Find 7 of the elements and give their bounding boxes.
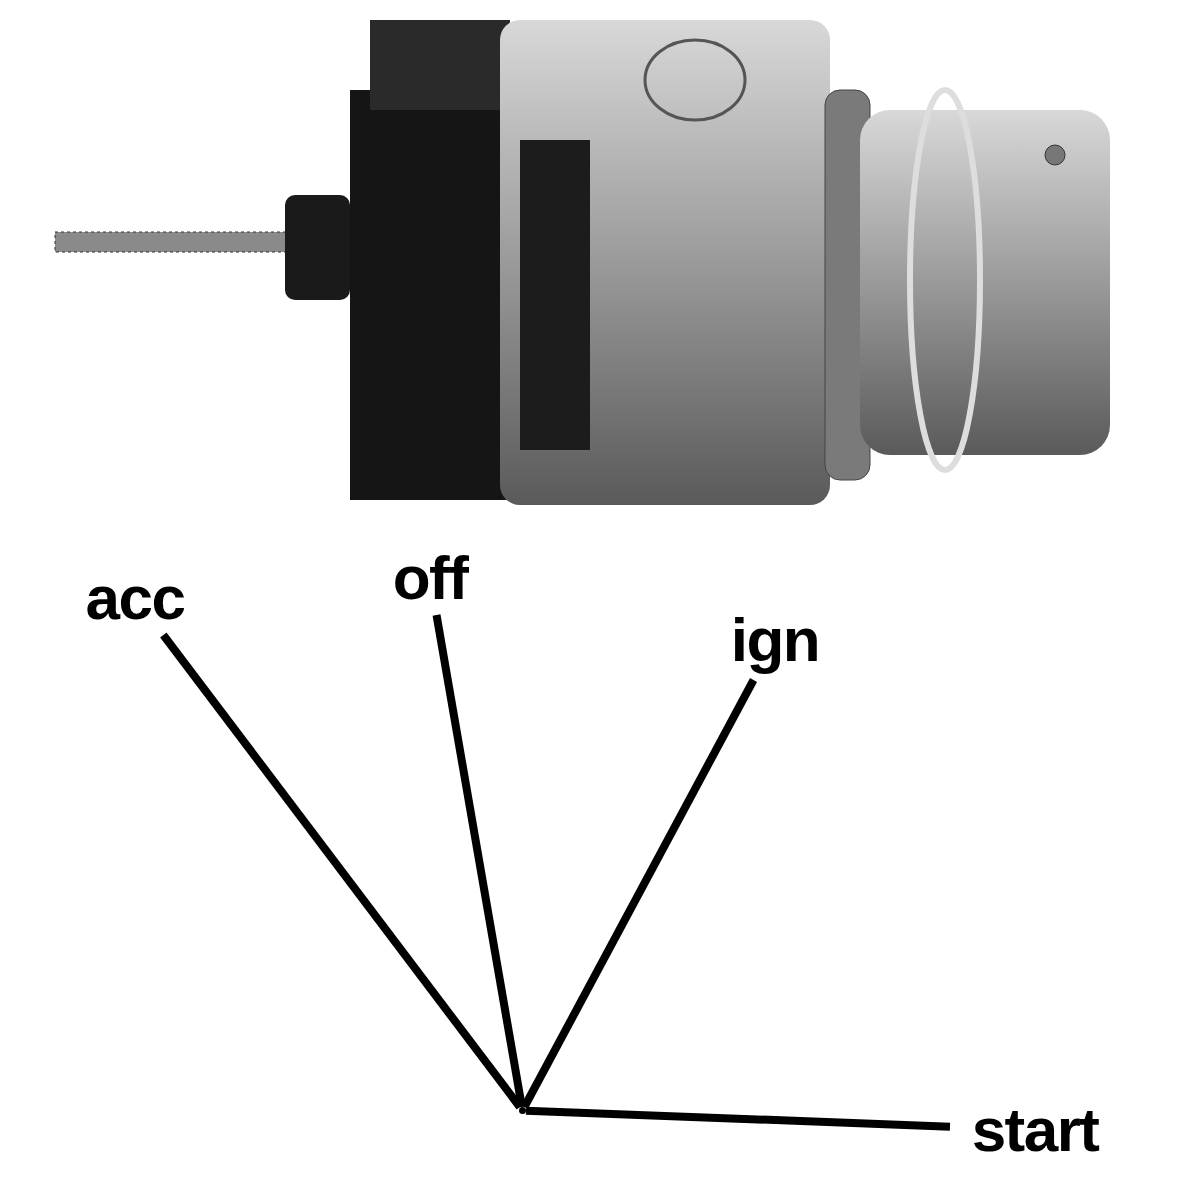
position-label: acc: [85, 566, 185, 629]
pivot-point: [519, 1107, 526, 1114]
leader-line: [432, 614, 526, 1108]
position-label: off: [392, 546, 468, 609]
leader-line: [520, 678, 758, 1109]
leader-line: [525, 1106, 951, 1131]
position-label: start: [971, 1099, 1099, 1161]
